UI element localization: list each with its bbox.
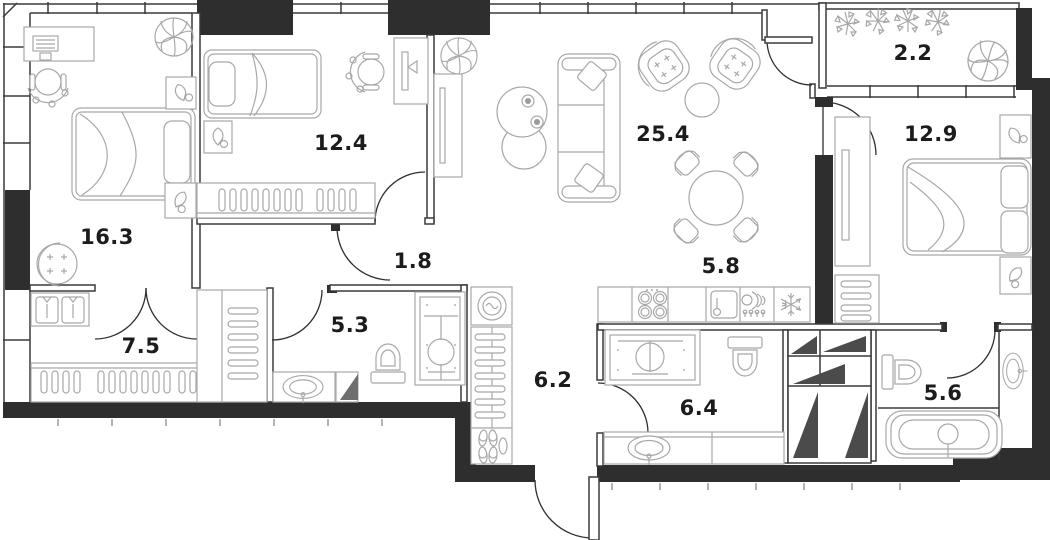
closet-furniture <box>30 289 268 403</box>
shirt-icon <box>30 292 90 327</box>
toilet-icon <box>727 336 763 377</box>
room-area-label-balcony: 2.2 <box>893 41 933 65</box>
stove-icon <box>637 289 668 320</box>
office-chair-icon <box>345 51 385 93</box>
flower-icon <box>834 11 860 37</box>
bedroom-middle-furniture <box>196 37 429 219</box>
toilet-icon <box>881 354 922 390</box>
windows-and-exterior <box>2 2 1020 402</box>
plant-icon <box>440 37 478 75</box>
nightstand-icon <box>999 114 1032 159</box>
room-area-label-kitchen: 5.8 <box>701 254 741 278</box>
shower-icon <box>604 329 701 386</box>
room-area-label-living: 25.4 <box>636 122 690 146</box>
dishwasher-icon <box>741 291 766 317</box>
shoes-icon <box>470 427 513 465</box>
flower-icon <box>920 5 954 39</box>
bed-icon <box>902 158 1032 256</box>
bathtub-icon <box>885 410 1003 459</box>
washing-machine-icon <box>470 286 513 326</box>
desk-icon <box>393 37 429 105</box>
kitchen-furniture <box>597 286 811 323</box>
shelves-icon <box>470 326 513 429</box>
office-chair-icon <box>27 68 69 108</box>
room-area-label-bedroom-left: 16.3 <box>80 225 134 249</box>
fridge-snowflake-icon <box>780 293 802 316</box>
nightstand-icon <box>164 182 197 219</box>
shaft-hatch-icon <box>787 329 872 464</box>
entry-door-leaf <box>588 476 600 540</box>
room-area-label-closet: 7.5 <box>121 334 161 358</box>
cabinet-icon <box>196 289 268 403</box>
sink-icon <box>603 431 785 466</box>
bedroom-right-furniture <box>834 114 1032 324</box>
dining-chair-icon <box>670 146 704 180</box>
bedroom-left-furniture <box>23 17 197 287</box>
pouf-chair-icon <box>36 242 78 287</box>
plant-icon <box>961 34 1015 88</box>
flower-icon <box>892 6 922 36</box>
armchair-icon <box>702 29 768 95</box>
dresser-icon <box>834 274 880 324</box>
bed-icon <box>203 49 322 119</box>
bathroom-middle-furniture <box>603 329 785 466</box>
flower-icon <box>861 5 893 37</box>
kitchen-sink-icon <box>710 290 738 319</box>
shower-screen-icon <box>335 371 359 403</box>
wardrobe-icon <box>834 116 871 267</box>
dining-table-icon <box>669 146 763 248</box>
shower-icon <box>414 291 466 386</box>
room-area-label-bedroom-right: 12.9 <box>904 122 958 146</box>
balcony-door-leaf <box>764 36 813 44</box>
dining-chair-icon <box>669 214 703 248</box>
desk-icon <box>23 26 95 62</box>
nightstand-icon <box>203 120 233 154</box>
bed-icon <box>71 107 196 201</box>
toilet-icon <box>370 343 406 384</box>
sink-icon <box>1002 352 1028 390</box>
armchair-icon <box>629 33 695 99</box>
plant-icon <box>154 17 194 57</box>
dining-chair-icon <box>729 213 763 247</box>
room-area-label-bedroom-middle: 12.4 <box>314 131 368 155</box>
sofa-icon <box>557 53 621 203</box>
dining-chair-icon <box>729 147 763 181</box>
room-area-label-bathroom-middle: 6.4 <box>679 396 719 420</box>
nightstand-icon <box>999 256 1032 295</box>
living-room-furniture <box>433 29 768 248</box>
bathroom-shower-furniture <box>272 291 466 404</box>
room-area-label-hallway: 1.8 <box>393 249 433 273</box>
bathroom-bathtub-furniture <box>881 352 1028 459</box>
coffee-table-icon <box>496 86 548 170</box>
room-area-label-corridor: 6.2 <box>533 368 573 392</box>
dimension-ticks <box>57 419 901 490</box>
tv-console-icon <box>433 73 463 178</box>
structural-walls <box>3 0 1050 482</box>
room-area-label-bathroom-bathtub: 5.6 <box>923 381 963 405</box>
sink-icon <box>272 371 336 404</box>
nightstand-icon <box>165 76 197 110</box>
room-area-label-bathroom-shower: 5.3 <box>330 313 370 337</box>
wardrobe-icon <box>196 182 376 219</box>
doors <box>94 36 996 540</box>
side-table-icon <box>684 82 720 118</box>
corridor-furniture <box>470 286 513 465</box>
hanger-rail-icon <box>30 362 223 403</box>
